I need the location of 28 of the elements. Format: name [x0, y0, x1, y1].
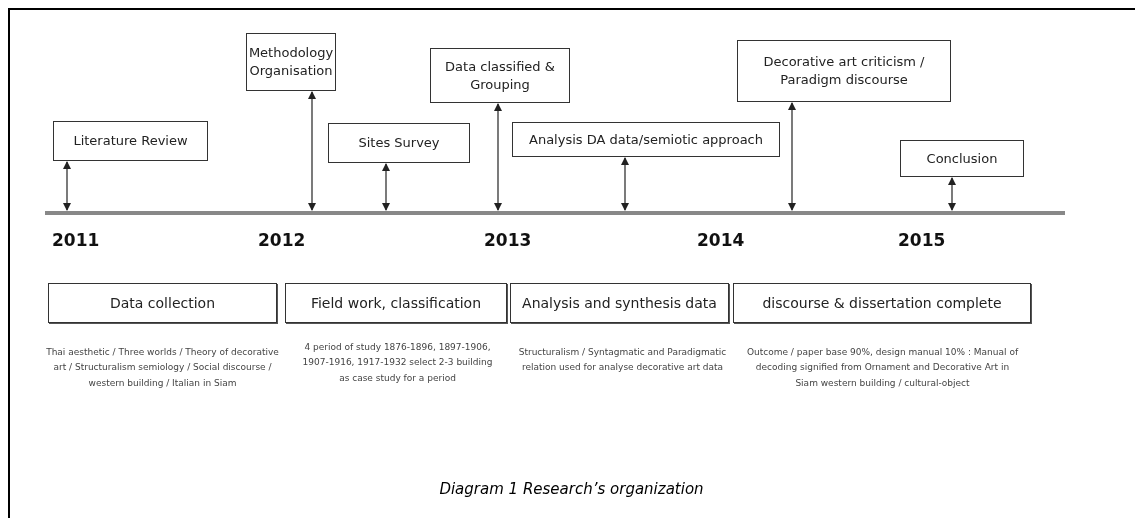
year-label: 2011 — [52, 230, 100, 250]
arrow — [494, 103, 502, 211]
arrow — [948, 177, 956, 211]
phase-description: 4 period of study 1876-1896, 1897-1906, 1907-1916, 1917-1932 select 2-3 building as case study for a period — [301, 341, 494, 385]
milestone-box: Analysis DA data/semiotic approach — [512, 122, 780, 157]
caption: Diagram 1 Research’s organization — [438, 480, 705, 498]
arrow — [308, 91, 316, 211]
phase-description: Structuralism / Syntagmatic and Paradigmatic relation used for analyse decorative art data — [517, 346, 728, 375]
milestone-box: Conclusion — [900, 140, 1024, 177]
phase-description: Outcome / paper base 90%, design manual 10% : Manual of decoding signified from Ornament and Decorative Art in Siam western building / cultural-object — [745, 346, 1020, 390]
phase-box: discourse & dissertation complete — [733, 283, 1031, 323]
milestone-box: Sites Survey — [328, 123, 470, 163]
arrow — [621, 157, 629, 211]
milestone-box: Methodology Organisation — [246, 33, 336, 91]
phase-box: Field work, classification — [285, 283, 507, 323]
phase-description: Thai aesthetic / Three worlds / Theory of decorative art / Structuralism semiology / Social discourse / western building / Italian in Siam — [45, 346, 280, 390]
arrow — [63, 161, 71, 211]
year-label: 2012 — [258, 230, 306, 250]
year-label: 2015 — [898, 230, 946, 250]
arrow — [382, 163, 390, 211]
phase-box: Analysis and synthesis data — [510, 283, 729, 323]
year-label: 2013 — [484, 230, 532, 250]
milestone-box: Data classified & Grouping — [430, 48, 570, 103]
arrow — [788, 102, 796, 211]
milestone-box: Literature Review — [53, 121, 208, 161]
phase-box: Data collection — [48, 283, 277, 323]
year-label: 2014 — [697, 230, 745, 250]
milestone-box: Decorative art criticism / Paradigm discourse — [737, 40, 951, 102]
